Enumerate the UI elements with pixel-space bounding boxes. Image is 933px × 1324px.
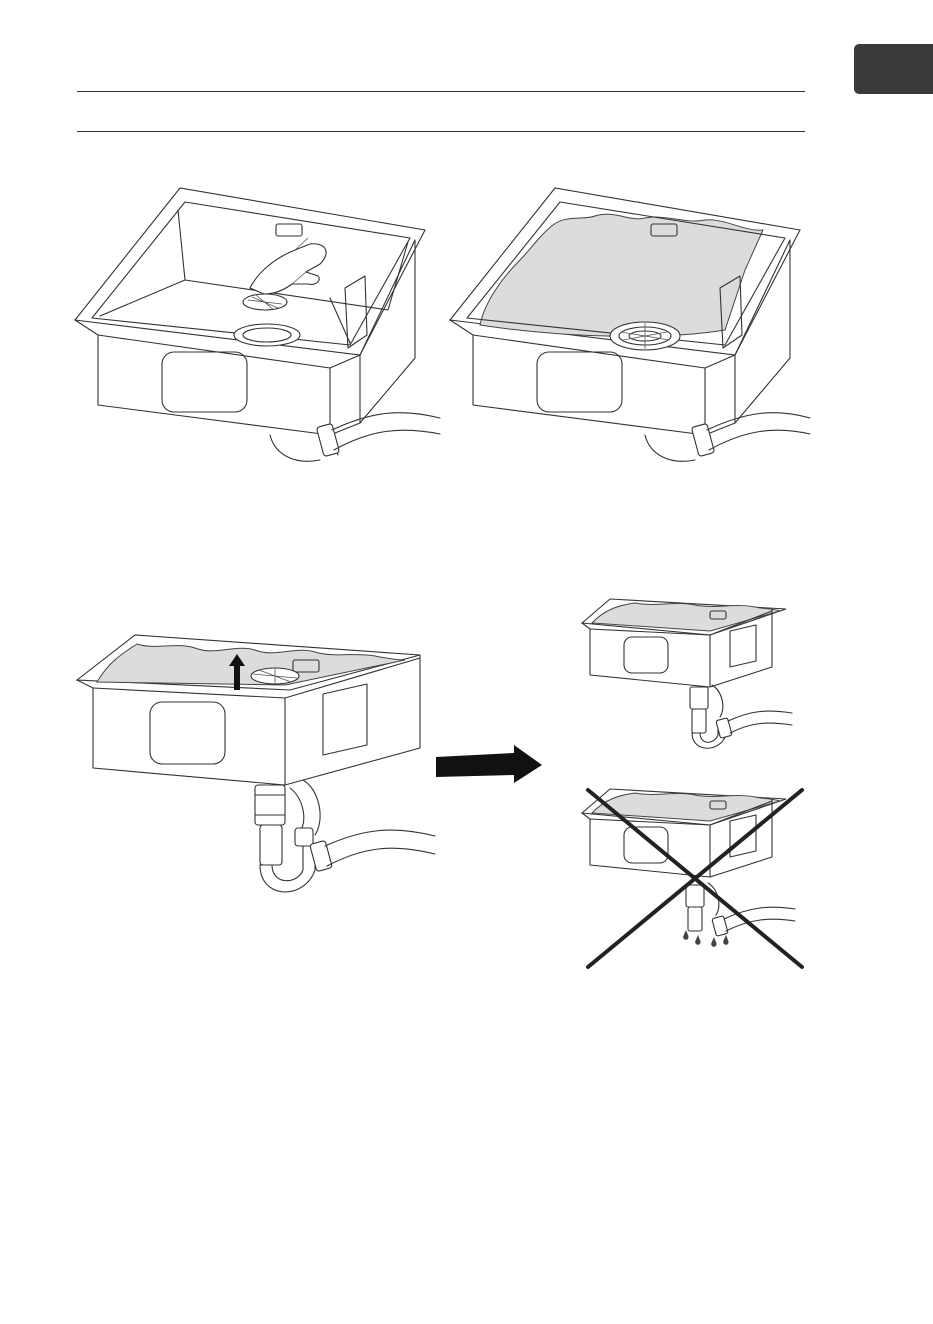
drain-hose-icon [310, 830, 435, 872]
figure-result-ok [580, 595, 800, 755]
siphon-icon [690, 685, 792, 748]
header-rule-top [77, 91, 805, 92]
header-rule-bottom [77, 131, 805, 132]
drain-hose-icon [270, 413, 440, 462]
sink-icon [450, 188, 800, 435]
figure-strainer-insert [70, 180, 450, 470]
arrow-right-icon [436, 745, 546, 785]
strainer-icon [610, 322, 680, 350]
figure-strainer-lift [75, 630, 455, 900]
sink-icon [582, 789, 786, 877]
strainer-icon [251, 668, 299, 684]
figure-result-leak [580, 785, 810, 970]
sink-icon [582, 599, 786, 687]
sink-icon [75, 188, 425, 435]
language-tab[interactable] [854, 44, 933, 94]
siphon-icon [255, 780, 320, 892]
sink-icon [77, 635, 420, 785]
figure-sink-filled [445, 180, 815, 470]
siphon-icon [686, 883, 795, 936]
drain-hose-icon [645, 413, 810, 462]
